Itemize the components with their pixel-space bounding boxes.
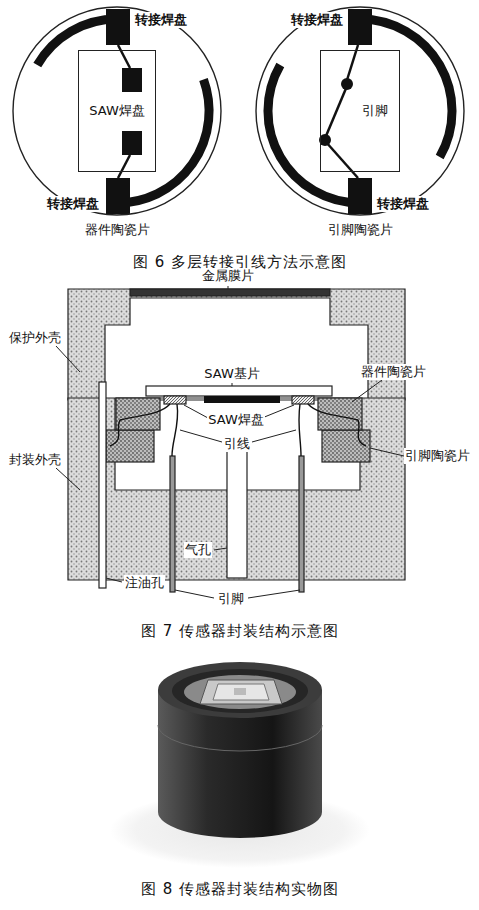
ceramic-disc: 器件陶瓷片SAW焊盘	[12, 6, 222, 216]
part-label: 转接焊盘	[376, 196, 430, 212]
part-label: 器件陶瓷片	[360, 364, 427, 380]
part-label: SAW焊盘	[88, 103, 146, 119]
part-label: 引脚	[361, 103, 389, 119]
figure-caption: 图 8 传感器封装结构实物图	[140, 880, 340, 898]
part-caption: 器件陶瓷片	[84, 222, 151, 238]
part-label: SAW基片	[203, 366, 261, 382]
transfer-pads	[106, 9, 372, 214]
figure-caption: 图 7 传感器封装结构示意图	[140, 622, 340, 640]
part-label: 金属膜片	[201, 268, 255, 284]
part-label: 转接焊盘	[290, 12, 344, 28]
part-label: 引线	[223, 436, 251, 452]
part-label: SAW焊盘	[207, 412, 265, 428]
part-label: 转接焊盘	[46, 196, 100, 212]
bond-wires	[110, 404, 366, 456]
sensor-photo	[110, 662, 370, 868]
transfer-traces	[37, 19, 452, 203]
ceramic-disc: 引脚陶瓷片引脚	[255, 6, 465, 216]
part-caption: 引脚陶瓷片	[327, 222, 394, 238]
disc-outline	[255, 6, 465, 216]
package-section	[68, 289, 405, 592]
part-label: 引脚	[217, 591, 245, 607]
part-label: 封装外壳	[8, 452, 62, 468]
part-label: 保护外壳	[8, 330, 62, 346]
ceramic-window: 引脚	[320, 50, 400, 172]
part-label: 转接焊盘	[134, 12, 188, 28]
part-label: 引脚陶瓷片	[404, 448, 471, 464]
ceramic-window: SAW焊盘	[78, 50, 156, 172]
pin-dots	[319, 78, 353, 146]
part-label: 气孔	[184, 542, 212, 558]
bond-leads	[118, 45, 358, 178]
part-label: 注油孔	[124, 575, 165, 591]
leader-lines	[56, 286, 404, 598]
